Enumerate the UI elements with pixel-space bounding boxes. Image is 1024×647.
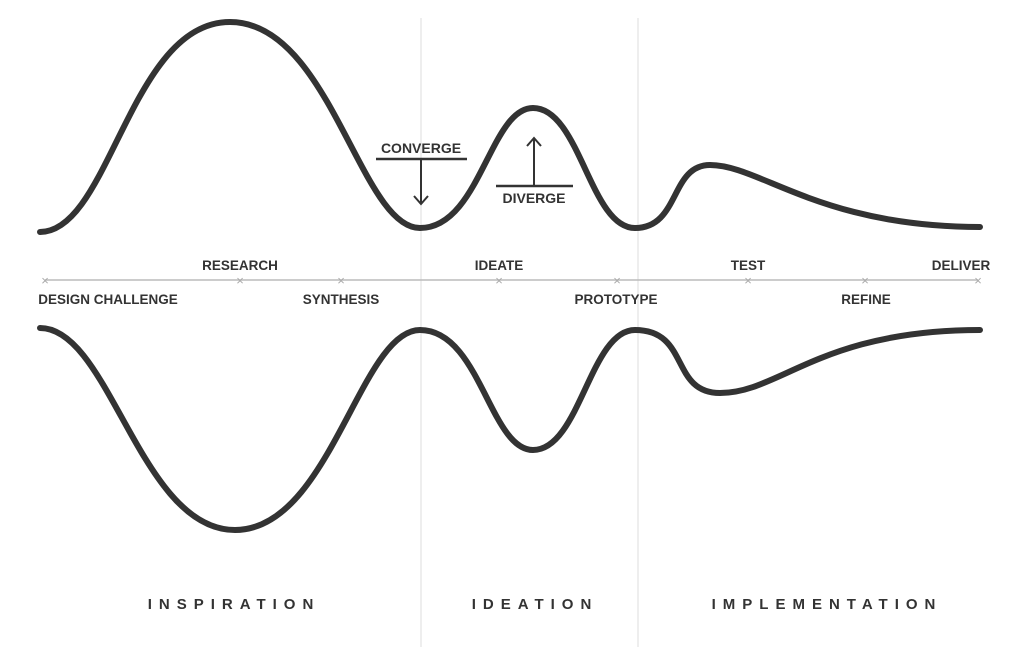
timeline-marker: × <box>495 273 503 288</box>
step-deliver: DELIVER <box>932 258 991 273</box>
arrow-up-icon <box>526 136 542 186</box>
step-ideate: IDEATE <box>475 258 524 273</box>
phase-inspiration: INSPIRATION <box>148 596 321 613</box>
phase-ideation: IDEATION <box>472 596 599 613</box>
timeline-marker: × <box>861 273 869 288</box>
converge-annotation: CONVERGE <box>376 140 467 206</box>
bottom-divergence-curve <box>37 325 983 534</box>
top-divergence-curve <box>37 18 983 235</box>
timeline-marker: × <box>744 273 752 288</box>
diverge-label: DIVERGE <box>502 190 565 206</box>
timeline-marker: × <box>236 273 244 288</box>
step-design-challenge: DESIGN CHALLENGE <box>38 292 178 307</box>
step-prototype: PROTOTYPE <box>574 292 657 307</box>
converge-label: CONVERGE <box>381 140 461 156</box>
step-refine: REFINE <box>841 292 891 307</box>
step-test: TEST <box>731 258 766 273</box>
step-synthesis: SYNTHESIS <box>303 292 380 307</box>
diverge-annotation: DIVERGE <box>496 136 573 206</box>
timeline-marker: × <box>337 273 345 288</box>
timeline-marker: × <box>41 273 49 288</box>
timeline-markers: × × × × × × × × <box>41 273 982 288</box>
step-research: RESEARCH <box>202 258 278 273</box>
phase-implementation: IMPLEMENTATION <box>712 596 943 613</box>
arrow-down-icon <box>413 159 429 206</box>
timeline-marker: × <box>974 273 982 288</box>
timeline-marker: × <box>613 273 621 288</box>
